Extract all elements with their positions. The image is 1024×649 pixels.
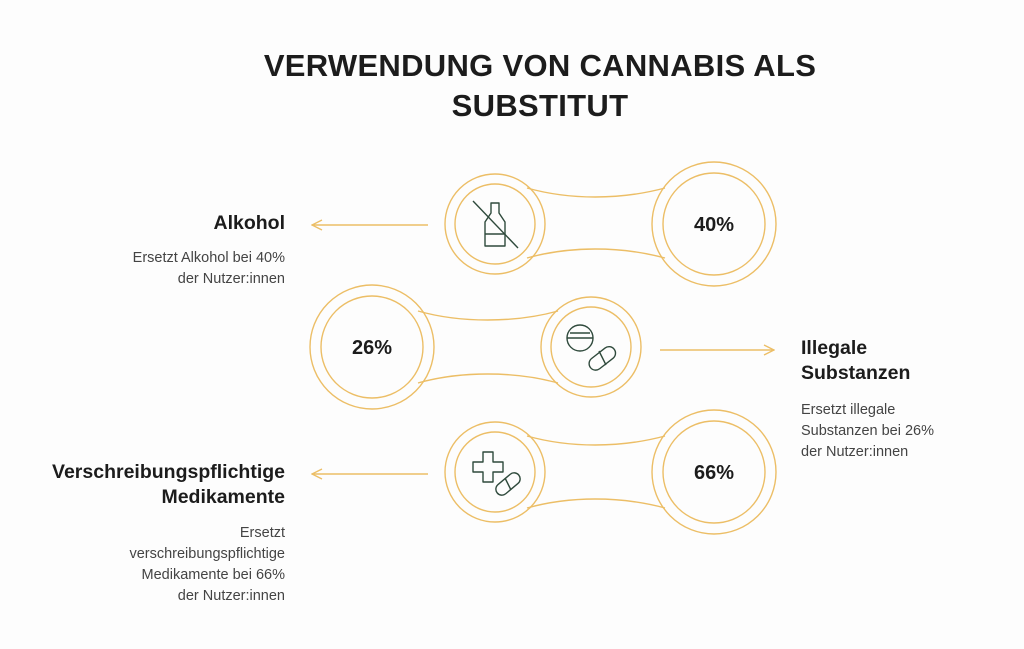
row-illegale-substanzen: 26% bbox=[309, 284, 774, 410]
desc-medikamente-line: Medikamente bei 66% bbox=[141, 567, 285, 583]
pills-icon bbox=[566, 324, 617, 371]
outer-ring-icon-illegale bbox=[540, 296, 642, 398]
desc-illegale-substanzen: Ersetzt illegale Substanzen bei 26% der … bbox=[801, 400, 934, 463]
desc-medikamente: Ersetzt verschreibungspflichtige Medikam… bbox=[129, 523, 285, 607]
heading-illegale-line: Substanzen bbox=[801, 362, 911, 384]
heading-illegale-line: Illegale bbox=[801, 337, 868, 359]
outer-ring-value-medikamente bbox=[651, 409, 777, 535]
heading-medikamente-line: Verschreibungspflichtige bbox=[52, 461, 285, 483]
desc-medikamente-line: Ersetzt bbox=[239, 525, 285, 541]
connector-band-alkohol bbox=[526, 187, 666, 259]
desc-alkohol-line: Ersetzt Alkohol bei 40% bbox=[132, 250, 285, 266]
desc-illegale-line: der Nutzer:innen bbox=[801, 444, 909, 460]
outer-ring-icon-medikamente bbox=[444, 421, 546, 523]
inner-ring-value-medikamente bbox=[662, 420, 766, 524]
row-medikamente: 66% bbox=[312, 409, 777, 535]
inner-ring-value-illegale bbox=[320, 295, 424, 399]
connector-band-medikamente bbox=[526, 435, 666, 509]
inner-ring-value-alkohol bbox=[662, 172, 766, 276]
heading-illegale-substanzen: Illegale Substanzen bbox=[801, 336, 910, 386]
outer-ring-icon-alkohol bbox=[444, 173, 546, 275]
heading-alkohol: Alkohol bbox=[213, 212, 286, 234]
desc-alkohol: Ersetzt Alkohol bei 40% der Nutzer:innen bbox=[133, 248, 285, 290]
page-title: VERWENDUNG VON CANNABIS ALS SUBSTITUT bbox=[0, 46, 1024, 126]
heading-medikamente: Verschreibungspflichtige Medikamente bbox=[52, 460, 285, 510]
title-line-2: SUBSTITUT bbox=[451, 88, 629, 123]
inner-ring-icon-illegale bbox=[550, 306, 632, 388]
value-medikamente: 66% bbox=[694, 462, 734, 484]
outer-ring-value-alkohol bbox=[651, 161, 777, 287]
desc-illegale-line: Substanzen bei 26% bbox=[801, 423, 935, 439]
medical-cross-capsule-icon bbox=[472, 451, 521, 496]
desc-illegale-line: Ersetzt illegale bbox=[801, 402, 896, 418]
outer-ring-value-illegale bbox=[309, 284, 435, 410]
inner-ring-icon-medikamente bbox=[454, 431, 536, 513]
row-alkohol: 40% bbox=[312, 161, 777, 287]
heading-medikamente-line: Medikamente bbox=[161, 486, 285, 508]
no-alcohol-bottle-icon bbox=[472, 200, 519, 249]
connector-band-illegale bbox=[417, 310, 559, 384]
title-line-1: VERWENDUNG VON CANNABIS ALS bbox=[263, 48, 817, 83]
inner-ring-icon-alkohol bbox=[454, 183, 536, 265]
desc-medikamente-line: der Nutzer:innen bbox=[177, 588, 285, 604]
value-alkohol: 40% bbox=[694, 214, 734, 236]
desc-medikamente-line: verschreibungspflichtige bbox=[129, 546, 285, 562]
value-illegale: 26% bbox=[352, 337, 392, 359]
desc-alkohol-line: der Nutzer:innen bbox=[177, 271, 285, 287]
